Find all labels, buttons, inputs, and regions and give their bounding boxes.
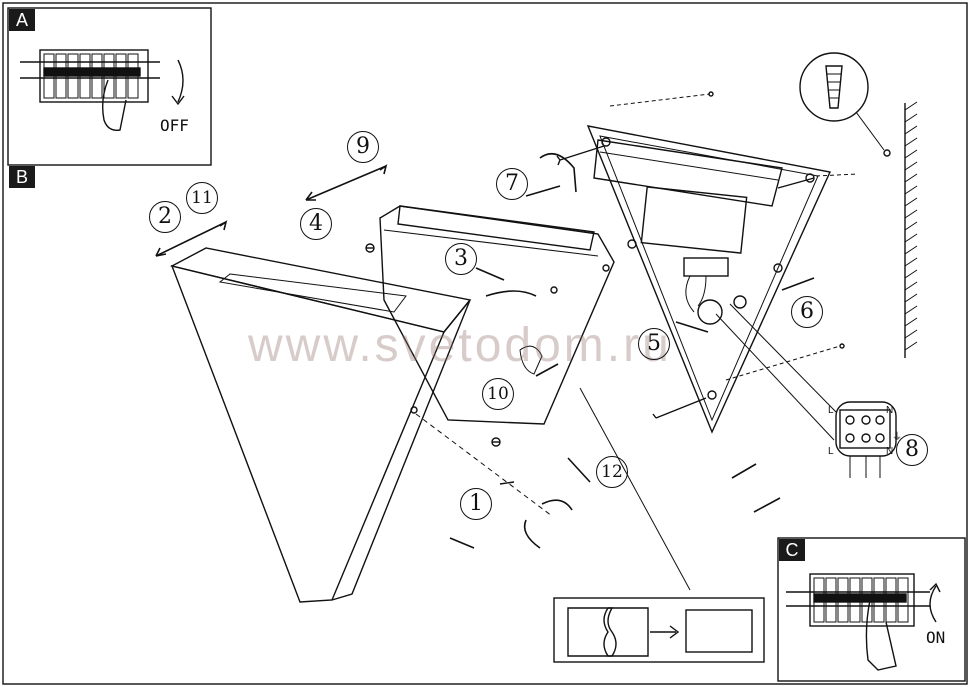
- panel-label-b: B: [9, 166, 35, 188]
- step-5: 5: [638, 328, 670, 360]
- on-label: ON: [926, 628, 946, 647]
- step-11: 11: [186, 182, 218, 214]
- step-3: 3: [445, 243, 477, 275]
- step-4: 4: [300, 208, 332, 240]
- terminal-earth: ⏚: [892, 432, 902, 443]
- front-cover: [170, 247, 472, 603]
- watermark-text: www.svetodom.ru: [248, 319, 672, 372]
- terminal-l-bottom: L: [828, 446, 834, 457]
- panel-c-frame: [777, 537, 966, 682]
- terminal-l-top: L: [828, 405, 834, 416]
- terminal-n-bottom: N: [886, 446, 894, 457]
- glass-insert-detail: [553, 387, 765, 663]
- front-screw-axis: [415, 413, 553, 517]
- panel-label-a: A: [9, 9, 35, 31]
- wall-plug-detail: [799, 52, 891, 157]
- motion-arrows: [155, 152, 815, 549]
- step-9: 9: [347, 131, 379, 163]
- breaker-panel-off: [20, 49, 185, 131]
- step-2: 2: [149, 201, 181, 233]
- off-label: OFF: [160, 116, 189, 135]
- step-10: 10: [482, 378, 514, 410]
- loose-screws: [365, 243, 501, 447]
- step-6: 6: [791, 296, 823, 328]
- step-7: 7: [496, 168, 528, 200]
- mounting-plate: [586, 125, 832, 434]
- step-1: 1: [460, 488, 492, 520]
- terminal-detail: [715, 303, 897, 478]
- step-12: 12: [596, 456, 628, 488]
- screws: [556, 91, 859, 419]
- panel-label-c: C: [779, 539, 805, 561]
- wall: [904, 101, 918, 358]
- panel-a-frame: [7, 7, 212, 166]
- terminal-n-top: N: [886, 405, 894, 416]
- step-8: 8: [896, 434, 928, 466]
- breaker-panel-on: [786, 573, 941, 671]
